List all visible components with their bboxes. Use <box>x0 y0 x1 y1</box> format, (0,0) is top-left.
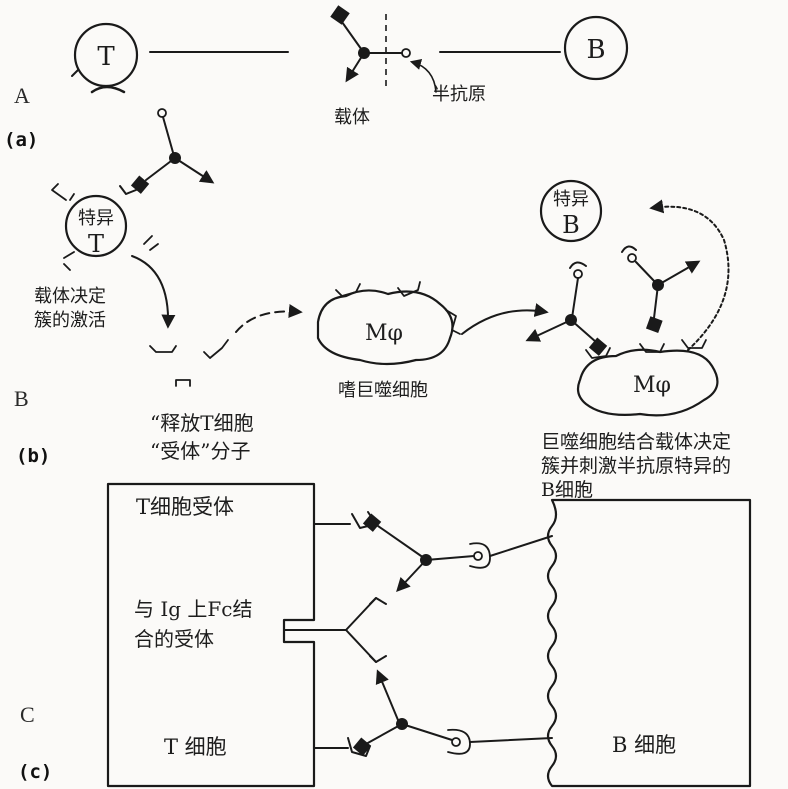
upper-complex <box>314 512 552 590</box>
released-receptors <box>150 340 228 386</box>
specific-t-cell: 特异 T <box>52 184 158 270</box>
t-cell-a: T <box>72 24 137 92</box>
b-cell-c-label: B 细胞 <box>612 733 676 757</box>
macrophage-name: 嗜巨噬细胞 <box>338 380 428 401</box>
fc-receptor-line1: 与 Ig 上Fc结 <box>134 597 253 621</box>
carrier-label: 载体 <box>334 107 370 128</box>
carrier-hapten-b <box>120 109 212 194</box>
panel-b: B (b) 特异 T 载体决定 簇的激活 <box>14 109 731 501</box>
panel-a-letter: A <box>14 83 30 108</box>
panel-c-letter: C <box>20 702 35 727</box>
specific-b-line1: 特异 <box>553 189 589 210</box>
macrophage-2-label: Mφ <box>633 373 671 398</box>
panel-b-tag: (b) <box>16 445 50 467</box>
hapten-label: 半抗原 <box>432 84 486 105</box>
caption-line2: 簇并刺激半抗原特异的 <box>541 455 731 477</box>
to-b-complex-arrow <box>462 310 546 334</box>
lower-complex <box>314 672 552 756</box>
t-receptor-label: T细胞受体 <box>136 495 234 519</box>
panel-c-tag: (c) <box>18 761 52 783</box>
panel-a-tag: (a) <box>4 129 38 151</box>
b-cell-a: B <box>565 17 627 79</box>
macrophage-1-label: Mφ <box>365 321 403 346</box>
fc-receptor-line2: 合的受体 <box>134 627 214 651</box>
to-macrophage-arrow <box>236 311 300 332</box>
release-arrow <box>132 256 168 326</box>
release-line2: “受体”分子 <box>150 439 250 463</box>
release-line1: “释放T细胞 <box>150 411 254 435</box>
caption-line3: B细胞 <box>541 479 593 501</box>
stimulation-arrow <box>652 207 729 350</box>
specific-t-line2: T <box>88 230 104 258</box>
bound-complexes <box>528 254 698 356</box>
b-cell-a-label: B <box>586 35 605 65</box>
caption-line1: 巨噬细胞结合载体决定 <box>541 431 731 453</box>
fc-receptor-antibody <box>284 598 386 662</box>
specific-t-line1: 特异 <box>78 208 114 229</box>
panel-a: A (a) T 载体 半抗原 B <box>4 5 627 151</box>
specific-b-cell: 特异 B <box>541 181 636 268</box>
macrophage-1: Mφ <box>318 282 460 364</box>
carrier-activation-line1: 载体决定 <box>34 286 106 307</box>
carrier-hapten-molecule <box>330 5 436 92</box>
specific-b-line2: B <box>562 211 580 239</box>
t-cell-a-label: T <box>97 42 115 72</box>
carrier-activation-line2: 簇的激活 <box>34 310 106 331</box>
panel-c: C (c) T细胞受体 与 Ig 上Fc结 合的受体 T 细胞 B 细胞 <box>18 484 750 786</box>
panel-b-letter: B <box>14 386 29 411</box>
t-cell-c-label: T 细胞 <box>164 735 227 759</box>
